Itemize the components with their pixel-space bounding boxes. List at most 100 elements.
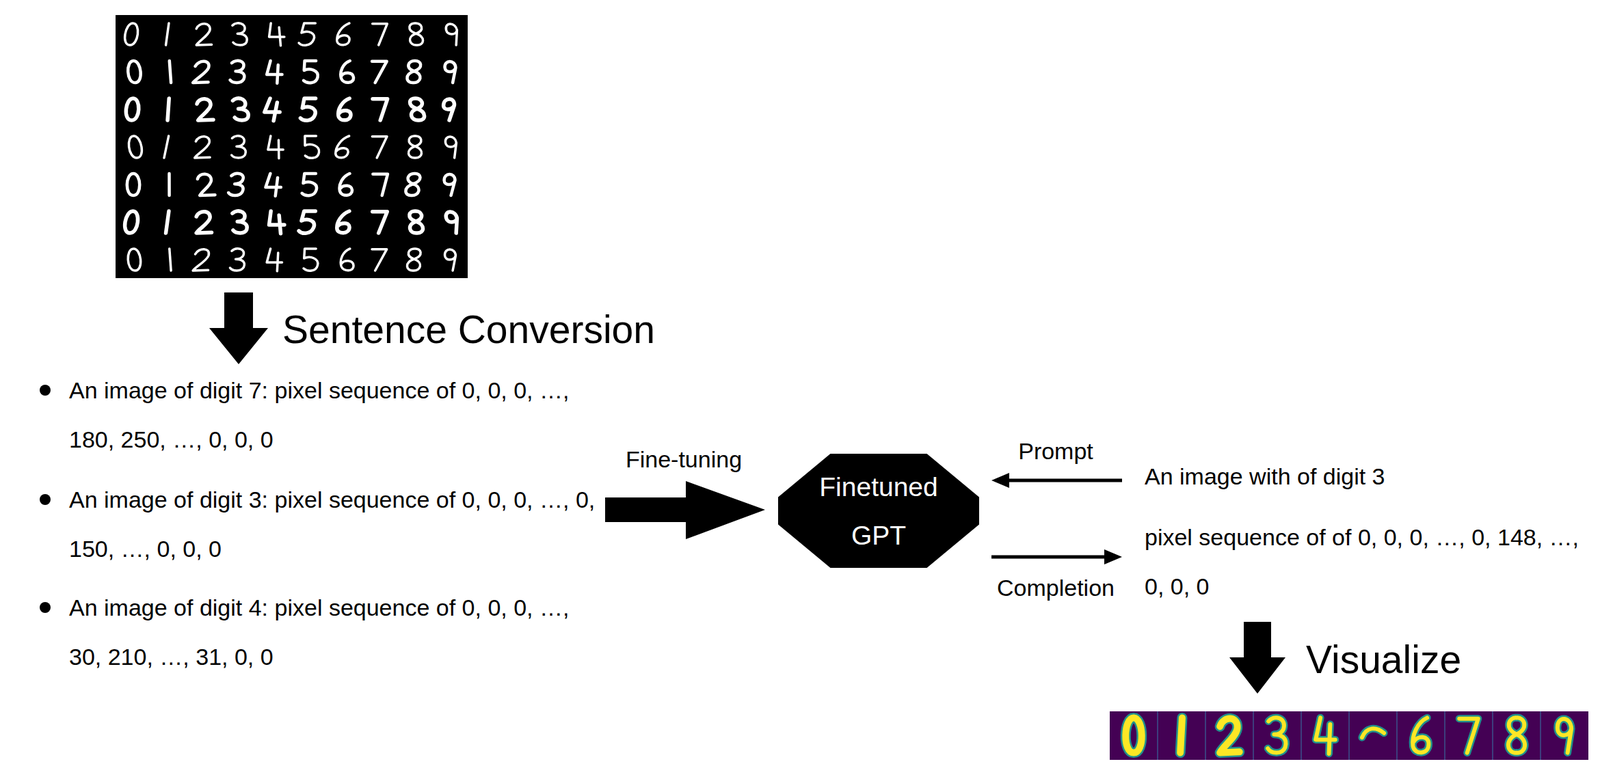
generated-digit [1125, 717, 1142, 753]
handwritten-digit [231, 23, 248, 46]
handwritten-digit [336, 23, 351, 46]
handwritten-digit [127, 173, 140, 196]
handwritten-digit [229, 248, 246, 271]
digit-glow [1219, 719, 1240, 754]
handwritten-digit [445, 211, 459, 234]
generated-digit [1315, 717, 1336, 754]
arrow-label: Completion [996, 573, 1115, 604]
generated-digits [1125, 711, 1572, 761]
handwritten-digit [266, 136, 284, 159]
handwritten-digit [127, 248, 142, 271]
step-label: Sentence Conversion [282, 305, 656, 355]
handwritten-digit [196, 23, 212, 46]
generated-digit [1180, 717, 1183, 753]
handwritten-digit [369, 61, 388, 83]
training-sentence: An image of digit 3: pixel sequence of 0… [69, 475, 596, 574]
mnist-grid-image [115, 15, 468, 279]
handwritten-digit [443, 174, 456, 196]
handwritten-digit [125, 98, 140, 121]
completion-text: pixel sequence of of 0, 0, 0, …, 0, 148,… [1144, 512, 1583, 612]
handwritten-digit [164, 136, 169, 158]
generated-digit [1508, 717, 1525, 753]
handwritten-digit [300, 98, 317, 121]
handwritten-digit [123, 23, 140, 46]
cell-separator [1491, 711, 1494, 761]
handwritten-digit [445, 249, 457, 271]
bullet-dot [39, 494, 51, 506]
handwritten-digit [167, 98, 169, 121]
handwritten-digit [404, 173, 422, 196]
handwritten-digit [266, 60, 282, 84]
handwritten-digit [196, 211, 212, 234]
model-octagon: Finetuned GPT [778, 454, 980, 569]
handwritten-digit [166, 211, 169, 234]
digit-glow [1180, 717, 1183, 753]
handwritten-digit [192, 249, 212, 271]
handwritten-digit [302, 136, 320, 158]
handwritten-digit [265, 173, 283, 197]
cell-separator [1156, 711, 1159, 761]
handwritten-digit [266, 248, 282, 272]
handwritten-digit [231, 98, 249, 121]
handwritten-digit [196, 174, 216, 196]
handwritten-digit [302, 173, 317, 196]
cell-separator [1204, 711, 1207, 761]
digit-glow [1267, 717, 1286, 753]
handwritten-digit [370, 136, 388, 158]
handwritten-digit [192, 61, 212, 83]
down-arrow [209, 292, 269, 365]
handwritten-digit [445, 136, 458, 158]
handwritten-digit [167, 173, 171, 196]
training-sentence: An image of digit 4: pixel sequence of 0… [69, 583, 596, 682]
handwritten-digit [168, 248, 173, 271]
node-text-group: Finetuned GPT [806, 462, 951, 560]
training-sentence: An image of digit 7: pixel sequence of 0… [69, 365, 596, 465]
handwritten-digit [302, 60, 319, 83]
handwritten-digit [338, 248, 355, 271]
handwritten-digit [231, 136, 247, 158]
completion-arrow-head [1104, 549, 1123, 565]
digit-glow [1508, 717, 1525, 753]
generated-digit [1219, 719, 1240, 754]
arrow-label: Fine-tuning [625, 445, 742, 475]
handwritten-digit [338, 173, 353, 196]
prompt-arrow-line [1005, 479, 1123, 483]
handwritten-digit [445, 23, 459, 46]
cell-separator [1539, 711, 1542, 761]
digit-glow [1459, 719, 1479, 754]
cell-separator [1444, 711, 1446, 761]
handwritten-digit [372, 211, 388, 234]
bullet-dot [39, 602, 51, 614]
handwritten-digit [445, 61, 457, 83]
digit-glow [1125, 717, 1142, 753]
handwritten-digit [127, 136, 143, 158]
handwritten-digit [194, 136, 212, 158]
digit-glow [1557, 719, 1572, 754]
step-label: Visualize [1305, 635, 1462, 685]
generated-digit [1459, 719, 1479, 754]
handwritten-digit [229, 60, 246, 83]
generated-digit [1362, 728, 1384, 738]
handwritten-digit [123, 211, 140, 234]
handwritten-digit [335, 136, 351, 158]
handwritten-digit [168, 60, 173, 83]
handwritten-digit [408, 136, 422, 158]
generated-digit [1557, 719, 1572, 754]
octagon-shape [778, 454, 980, 569]
handwritten-digit [338, 98, 351, 121]
digit-glow [1362, 728, 1384, 738]
handwritten-digit [408, 98, 426, 121]
handwritten-digit [127, 60, 142, 83]
handwritten-digit [406, 60, 422, 83]
mnist-digits [123, 23, 460, 272]
handwritten-digit [166, 23, 169, 46]
handwritten-digit [196, 99, 215, 121]
handwritten-digit [336, 211, 351, 234]
handwritten-digit [267, 23, 286, 46]
handwritten-digit [441, 99, 455, 121]
handwritten-digit [228, 173, 246, 196]
handwritten-digit [267, 211, 286, 234]
handwritten-digit [263, 98, 282, 122]
cell-separator [1396, 711, 1398, 761]
digit-glow [1315, 717, 1336, 754]
